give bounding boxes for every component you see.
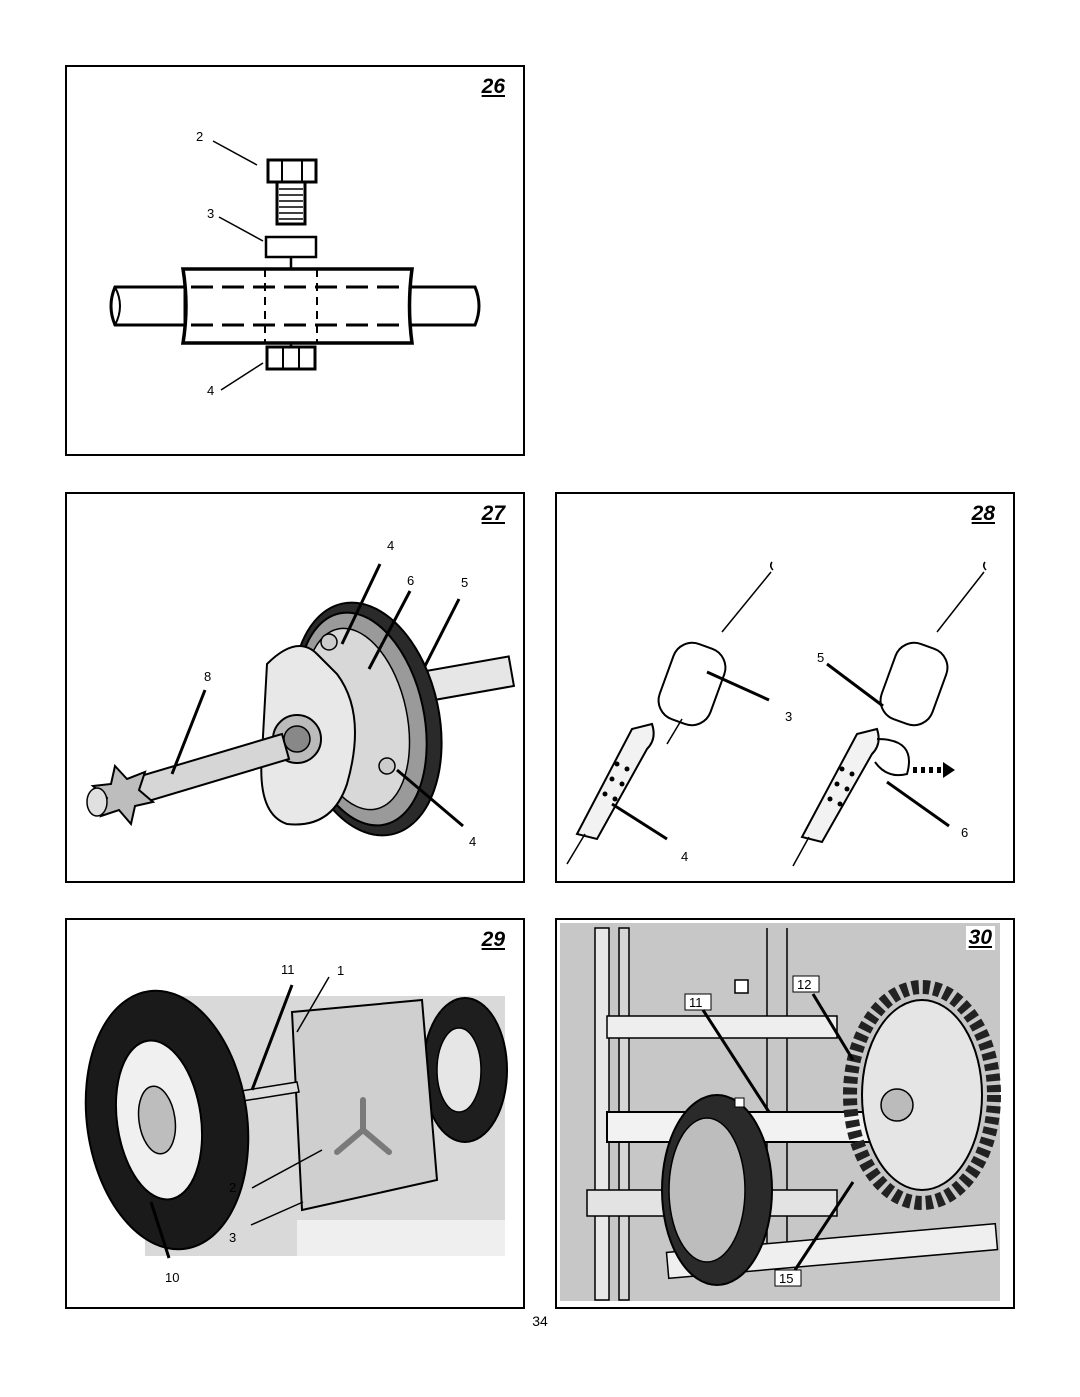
drive-chain (843, 980, 1001, 1210)
callout-8: 8 (204, 669, 211, 684)
spacer (264, 235, 318, 259)
spring-cover-right (879, 641, 949, 727)
callout-11: 11 (281, 962, 295, 977)
callout-6: 6 (961, 825, 968, 840)
spring-cover-left (657, 641, 727, 727)
chain-drive-diagram: 12 11 15 (560, 923, 1001, 1301)
bolt-head (266, 158, 318, 184)
figure-30-panel: 12 11 15 30 (555, 918, 1015, 1309)
callout-6: 6 (407, 573, 414, 588)
callout-1: 1 (337, 963, 344, 978)
callout-3: 3 (207, 206, 214, 221)
wheel-frame-diagram: 11 1 2 3 10 (84, 962, 508, 1285)
bolt-assembly-diagram: 2 3 4 (109, 129, 481, 398)
shaft-left (109, 285, 187, 327)
figure-26-panel: 26 2 3 4 (65, 65, 525, 456)
callout-2: 2 (196, 129, 203, 144)
coupler-tube (180, 267, 415, 345)
figure-number: 28 (971, 502, 995, 525)
callout-10: 10 (165, 1270, 179, 1285)
callout-11: 11 (689, 995, 703, 1010)
callout-4-bottom: 4 (469, 834, 476, 849)
callout-5: 5 (461, 575, 468, 590)
callout-4-top: 4 (387, 538, 394, 553)
figure-number: 30 (965, 926, 995, 950)
callout-15: 15 (779, 1271, 793, 1286)
sprocket (861, 999, 983, 1191)
spring-hook (874, 738, 910, 777)
bracket-right (800, 727, 880, 844)
callout-12: 12 (797, 977, 811, 992)
figure-27-panel: 27 4 6 5 8 4 (65, 492, 525, 883)
nut (265, 345, 317, 371)
page-number: 34 (532, 1313, 548, 1329)
bracket-left (575, 722, 655, 841)
figure-29-panel: 29 11 1 2 3 10 (65, 918, 525, 1309)
callout-4: 4 (681, 849, 688, 864)
figure-number: 29 (481, 928, 505, 951)
callout-2: 2 (229, 1180, 236, 1195)
wheel-hub-diagram: 4 6 5 8 4 (86, 538, 516, 849)
callout-5: 5 (817, 650, 824, 665)
callout-4: 4 (207, 383, 214, 398)
star-knob (90, 763, 156, 827)
figure-28-panel: 28 5 3 (555, 492, 1015, 883)
callout-3: 3 (785, 709, 792, 724)
callout-3: 3 (229, 1230, 236, 1245)
figure-number: 26 (481, 75, 505, 98)
cable-spring-diagram: 5 3 6 4 (566, 561, 987, 867)
shaft-right (405, 285, 481, 327)
figure-number: 27 (481, 502, 505, 525)
